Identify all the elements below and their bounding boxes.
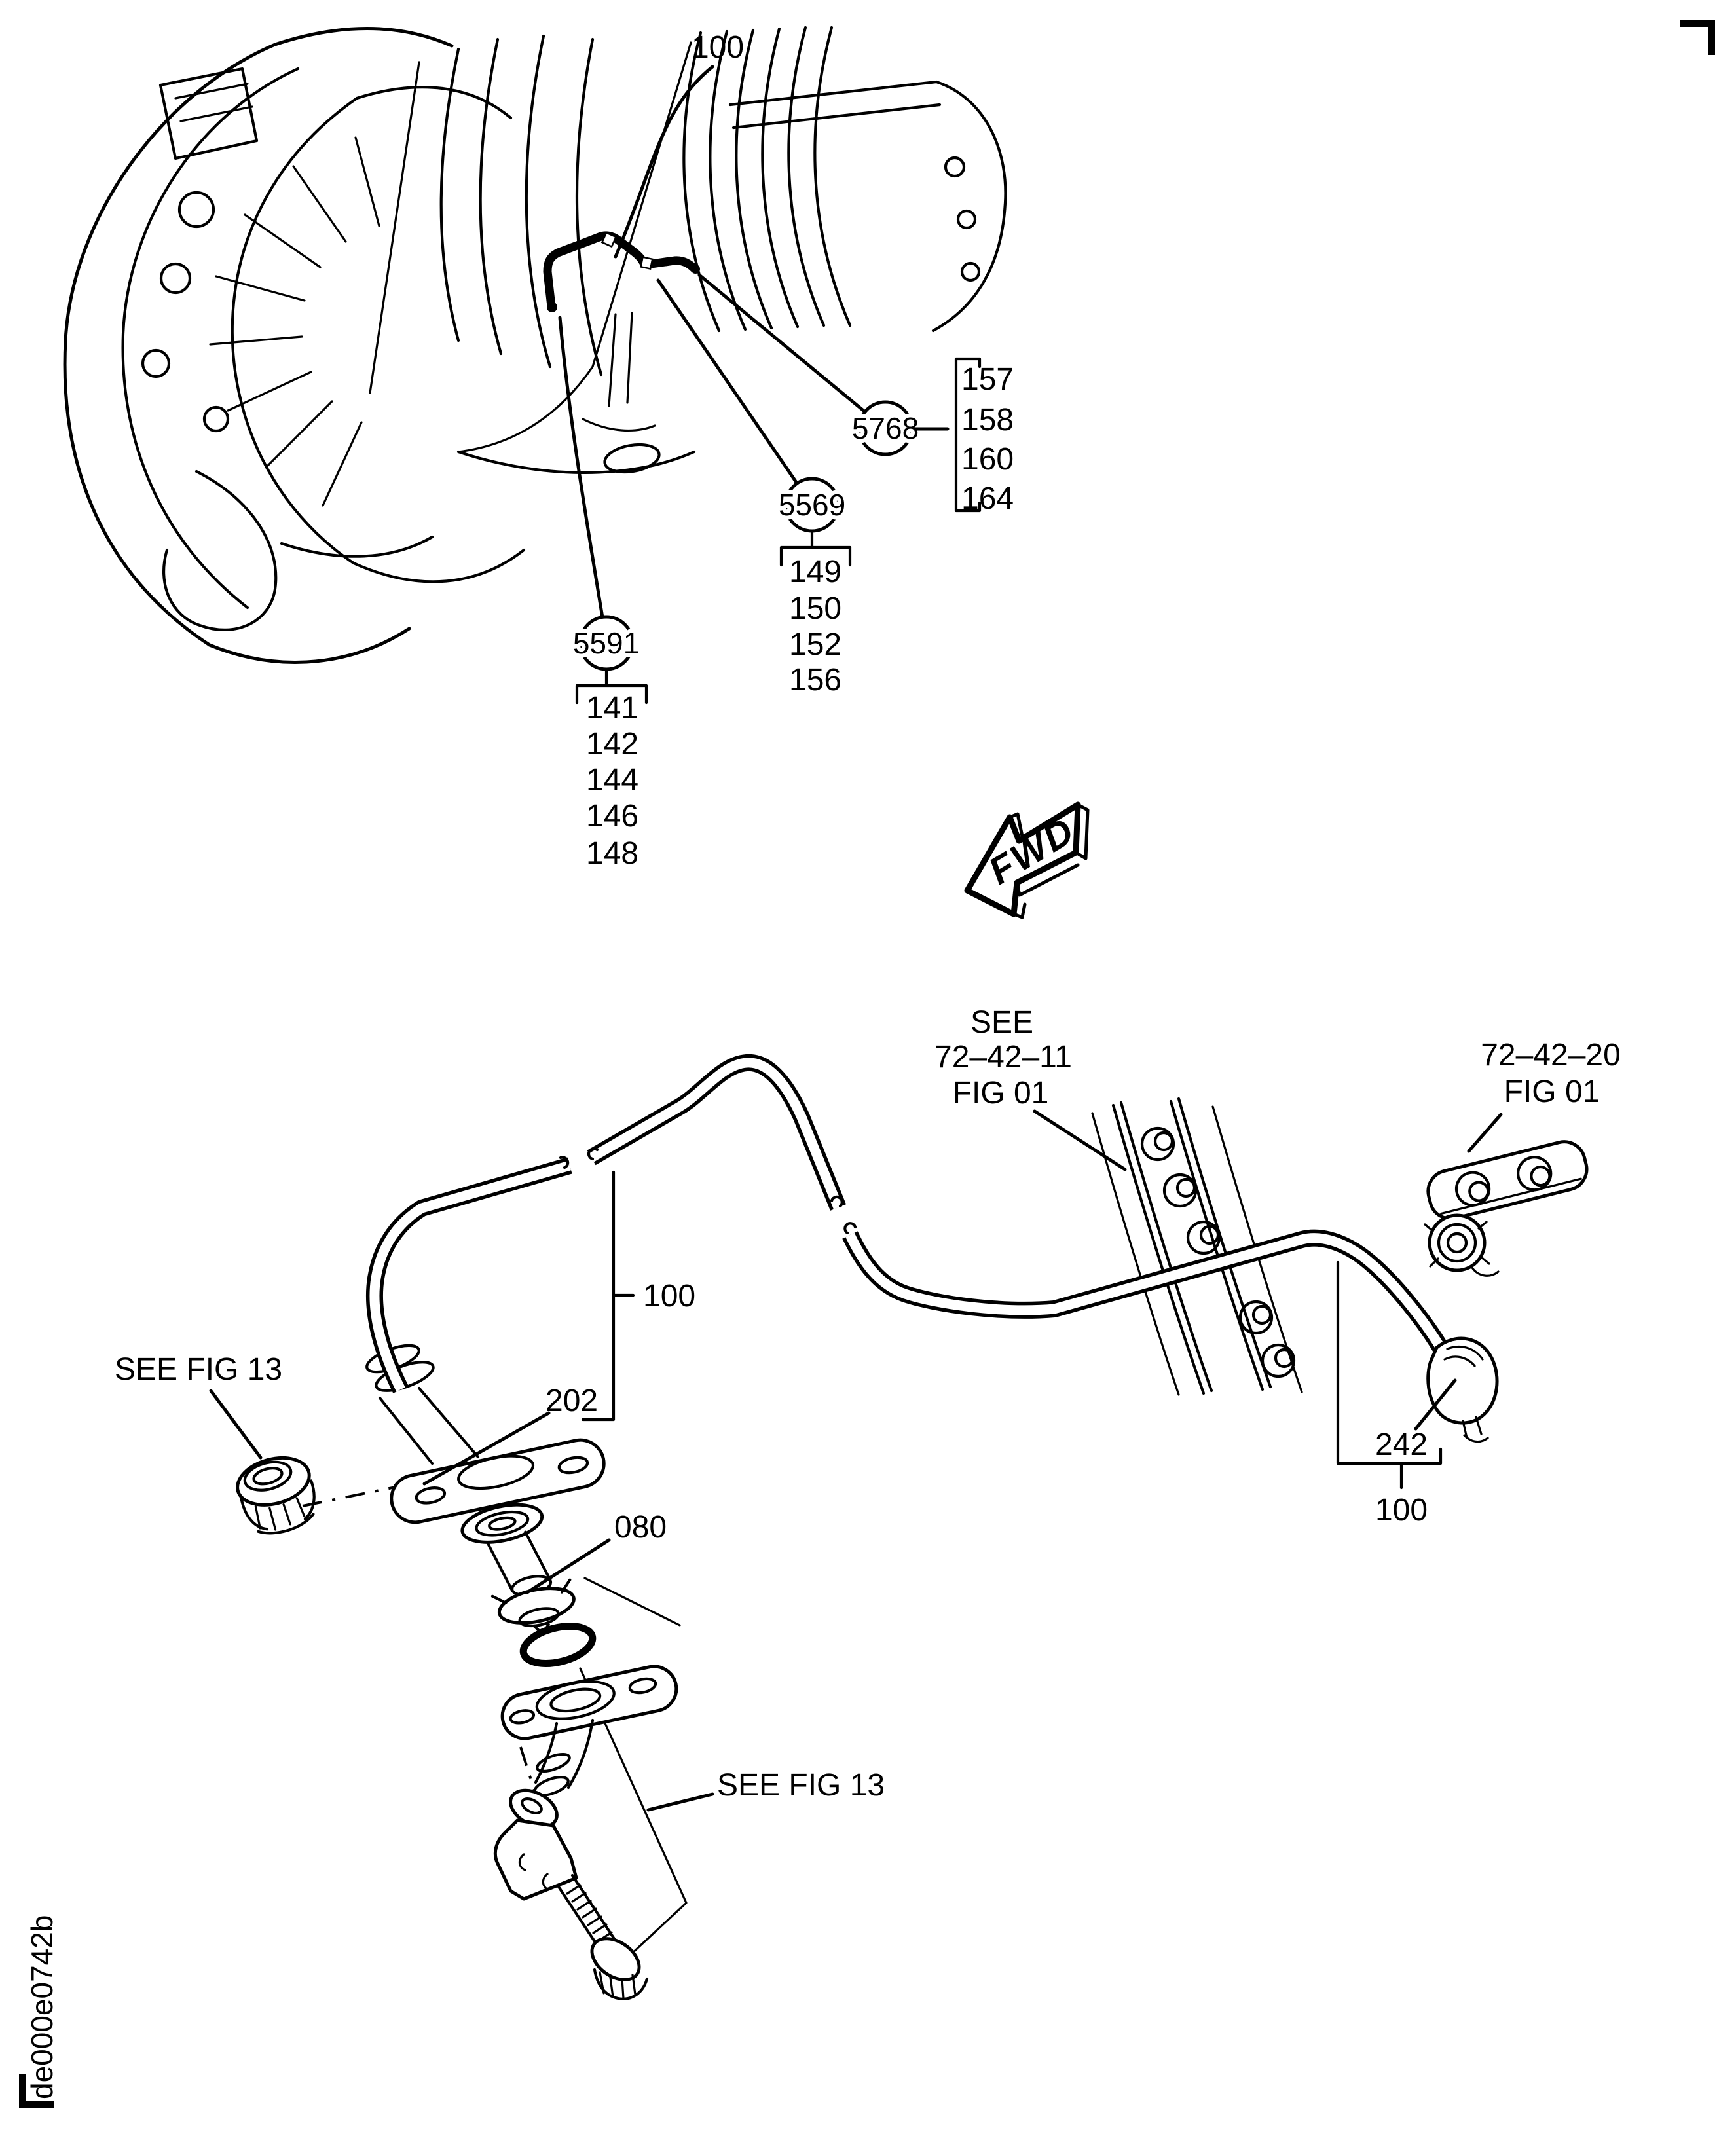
see-ref-72-42-11: SEE 72–42–11 FIG 01 xyxy=(934,1005,1127,1171)
see-fig13-right-callout: SEE FIG 13 xyxy=(646,1768,885,1812)
balloon-5768-callout: 5768 157 158 160 164 xyxy=(697,273,1014,516)
callout-100-top: 100 xyxy=(614,30,744,259)
corner-mark-bottom-left xyxy=(19,2074,54,2108)
balloon-5569-callout: 5569 149 150 152 156 xyxy=(656,278,852,697)
leader-line xyxy=(422,1411,551,1486)
balloon-circle xyxy=(857,400,914,456)
see-ref-line2: 72–42–11 xyxy=(934,1040,1072,1075)
ref-line1: 72–42–20 xyxy=(1481,1038,1621,1073)
band-bolts xyxy=(1140,1126,1296,1378)
balloon-5569-label: 5569 xyxy=(779,488,845,522)
callout-242-100: 242 100 xyxy=(1336,1260,1457,1528)
fwd-arrow-icon: FWD xyxy=(964,801,1090,919)
part-label-100-upper: 100 xyxy=(643,1279,695,1314)
balloon-5591-callout: 5591 141 142 144 146 148 xyxy=(558,316,648,871)
pipe-clamp-mark xyxy=(640,256,654,270)
part-number: 150 xyxy=(789,591,841,626)
fig13-parts-art xyxy=(493,1788,649,2000)
part-label-100-lower: 100 xyxy=(1375,1493,1428,1528)
part-number: 144 xyxy=(586,763,638,798)
part-number: 142 xyxy=(586,727,638,762)
part-number: 148 xyxy=(586,836,638,871)
see-ref-line1: SEE xyxy=(970,1005,1033,1040)
callout-100-tube-upper: 100 xyxy=(581,1170,695,1422)
part-label-100-top: 100 xyxy=(692,30,744,65)
leader-line xyxy=(656,278,799,485)
leader-line xyxy=(558,316,604,619)
dimension-bracket xyxy=(1336,1260,1443,1490)
dimension-bracket xyxy=(581,1170,635,1422)
part-label-080: 080 xyxy=(614,1510,667,1545)
part-number: 149 xyxy=(789,555,841,589)
see-ref-line3: FIG 01 xyxy=(953,1076,1049,1111)
see-fig13-right-label: SEE FIG 13 xyxy=(717,1768,885,1803)
ref-line2: FIG 01 xyxy=(1504,1075,1600,1109)
see-fig13-left-label: SEE FIG 13 xyxy=(115,1352,282,1387)
balloon-5591-label: 5591 xyxy=(573,626,640,660)
list-bracket xyxy=(779,530,852,567)
part-label-242: 242 xyxy=(1375,1427,1428,1462)
elbow-boot-art xyxy=(1426,1336,1499,1443)
tube-break-mark xyxy=(843,1222,857,1235)
part-number: 152 xyxy=(789,627,841,662)
leader-line xyxy=(1033,1109,1127,1171)
tube-break-mark xyxy=(559,1156,570,1169)
fig13-group-line xyxy=(583,1577,681,1627)
flange-72-42-20-art xyxy=(1424,1140,1589,1277)
corner-mark-top-right xyxy=(1680,20,1715,55)
oil-tube-art xyxy=(366,1054,1454,1393)
part-number: 157 xyxy=(961,362,1014,397)
leader-line xyxy=(614,65,714,259)
part-number: 146 xyxy=(586,799,638,834)
leader-line xyxy=(1414,1378,1457,1431)
tube-break-mark xyxy=(830,1195,843,1208)
grommet-art xyxy=(236,1456,316,1535)
part-label-202: 202 xyxy=(545,1384,598,1418)
fig13-group-line xyxy=(579,1667,688,1957)
leader-line xyxy=(209,1389,263,1460)
part-number: 156 xyxy=(789,663,841,697)
list-bracket xyxy=(575,667,648,705)
part-number: 164 xyxy=(961,481,1014,516)
doc-code: de000e0742b xyxy=(25,1915,59,2099)
engine-assembly-art xyxy=(63,26,1007,664)
tube-break-mark xyxy=(587,1147,599,1161)
corner-marks xyxy=(19,20,1715,2108)
filler-neck-exploded-art xyxy=(365,1344,678,1797)
leader-line xyxy=(1467,1113,1503,1153)
bottom-assembly-view: SEE 72–42–11 FIG 01 72–42–20 FIG 01 100 … xyxy=(115,1005,1621,2000)
balloon-5768-label: 5768 xyxy=(852,411,919,445)
flexplate-band-art xyxy=(1091,1097,1303,1396)
leader-line xyxy=(525,1538,611,1594)
ref-72-42-20: 72–42–20 FIG 01 xyxy=(1467,1038,1621,1153)
callout-080: 080 xyxy=(525,1510,667,1594)
part-number: 141 xyxy=(586,691,638,726)
o-ring-art xyxy=(519,1623,597,1667)
pipe-clamp-mark xyxy=(600,231,618,248)
highlighted-pipe-art xyxy=(543,231,700,312)
leader-line xyxy=(646,1792,714,1812)
leader-line xyxy=(697,273,867,414)
fwd-arrow-label: FWD xyxy=(982,809,1082,892)
top-assembly-view: 100 5768 157 158 160 164 5569 149 150 15… xyxy=(63,26,1090,919)
part-number: 160 xyxy=(961,442,1014,477)
callout-202: 202 xyxy=(422,1384,598,1486)
list-bracket xyxy=(954,357,982,513)
part-number: 158 xyxy=(961,403,1014,437)
see-fig13-left-callout: SEE FIG 13 xyxy=(115,1352,282,1460)
